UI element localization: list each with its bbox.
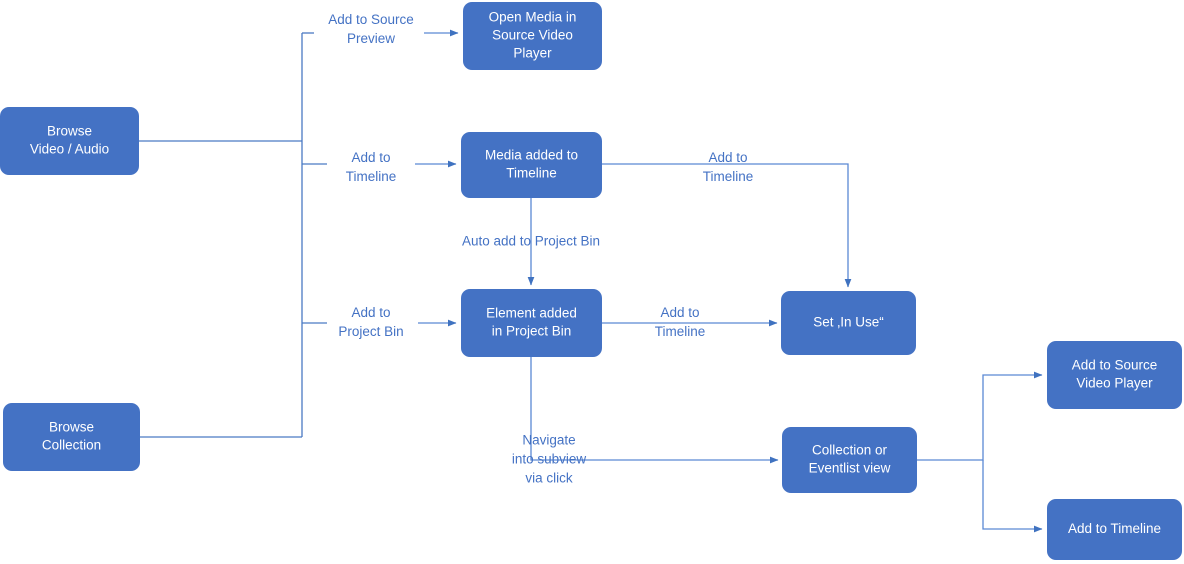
node-shape xyxy=(463,2,602,70)
node-label: Eventlist view xyxy=(809,461,891,476)
node-label: Collection xyxy=(42,438,101,453)
node-label: Timeline xyxy=(506,166,557,181)
node-element-added-project-bin[interactable]: Element added in Project Bin xyxy=(461,289,602,357)
edges-layer xyxy=(139,29,1043,533)
node-label: Browse xyxy=(49,420,94,435)
node-label: Video / Audio xyxy=(30,142,109,157)
node-label: Element added xyxy=(486,306,577,321)
node-label: Player xyxy=(513,46,552,61)
edge-label-add-to-timeline-top: Add to Timeline xyxy=(346,150,397,184)
node-label: Media added to xyxy=(485,148,578,163)
edge-label-line: Timeline xyxy=(346,169,397,184)
edge-label-line: Auto add to Project Bin xyxy=(462,234,600,249)
node-collection-eventlist-view[interactable]: Collection or Eventlist view xyxy=(782,427,917,493)
node-shape xyxy=(461,289,602,357)
node-add-to-timeline-node[interactable]: Add to Timeline xyxy=(1047,499,1182,560)
node-label: in Project Bin xyxy=(492,324,572,339)
edge-label-line: Add to xyxy=(708,150,747,165)
node-label: Collection or xyxy=(812,443,888,458)
edge-route-view-to-timeline xyxy=(982,460,1043,533)
node-shape xyxy=(782,427,917,493)
edge-label-line: Add to xyxy=(351,305,390,320)
edge-label-add-to-project-bin: Add to Project Bin xyxy=(338,305,403,339)
edge-label-line: Navigate xyxy=(522,433,575,448)
node-shape xyxy=(3,403,140,471)
node-shape xyxy=(461,132,602,198)
edge-label-line: Timeline xyxy=(655,324,706,339)
node-label: Open Media in xyxy=(489,10,577,25)
node-shape xyxy=(781,291,916,355)
edge-route-view-to-source-player xyxy=(917,371,1043,461)
edge-label-navigate-into-subview: Navigate into subview via click xyxy=(512,433,587,486)
edge-label-line: Add to Source xyxy=(328,12,414,27)
node-set-in-use[interactable]: Set ‚In Use“ xyxy=(781,291,916,355)
edge-label-add-to-timeline-right: Add to Timeline xyxy=(703,150,754,184)
node-label: Set ‚In Use“ xyxy=(813,315,884,330)
edge-label-line: Add to xyxy=(351,150,390,165)
edge-label-line: Timeline xyxy=(703,169,754,184)
edge-label-auto-add-to-project-bin: Auto add to Project Bin xyxy=(462,234,600,249)
edge-arrow-navigate-subview xyxy=(530,357,779,464)
node-shape xyxy=(0,107,139,175)
node-label: Source Video xyxy=(492,28,573,43)
node-shape xyxy=(1047,499,1182,560)
edge-label-line: into subview xyxy=(512,452,587,467)
edge-route-media-to-in-use xyxy=(602,163,852,288)
node-label: Add to Source xyxy=(1072,358,1158,373)
edge-label-line: Add to xyxy=(660,305,699,320)
node-label: Add to Timeline xyxy=(1068,521,1161,536)
edge-label-line: Project Bin xyxy=(338,324,403,339)
node-label: Video Player xyxy=(1076,376,1153,391)
node-shape xyxy=(1047,341,1182,409)
node-media-added-timeline[interactable]: Media added to Timeline xyxy=(461,132,602,198)
node-label: Browse xyxy=(47,124,92,139)
edge-label-add-to-timeline-bin: Add to Timeline xyxy=(655,305,706,339)
edge-label-line: via click xyxy=(525,471,573,486)
edge-label-line: Preview xyxy=(347,31,395,46)
